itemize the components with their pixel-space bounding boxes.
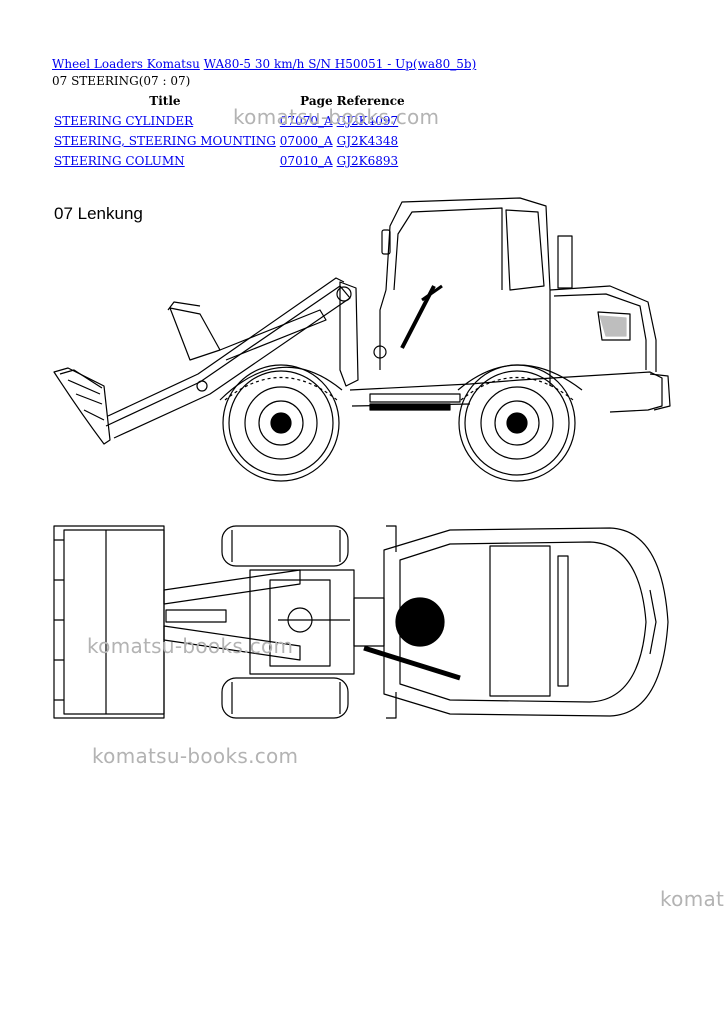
front-wheel (222, 364, 340, 482)
row-page-link[interactable]: 07000_A (279, 134, 333, 148)
watermark: komatsu-books.com (92, 744, 299, 768)
column-header-page: Page (300, 94, 333, 108)
row-reference-link[interactable]: GJ2K6893 (336, 154, 399, 168)
row-title-link[interactable]: STEERING, STEERING MOUNTING (54, 134, 276, 148)
section-title: 07 STEERING(07 : 07) (52, 74, 191, 88)
row-page-link[interactable]: 07010_A (279, 154, 333, 168)
watermark: komat (660, 887, 724, 911)
row-title-link[interactable]: STEERING CYLINDER (54, 114, 194, 128)
side-view-illustration (53, 197, 671, 445)
breadcrumb: Wheel Loaders Komatsu WA80-5 30 km/h S/N… (52, 57, 476, 72)
table-header-row: Title Page Reference (52, 92, 407, 111)
watermark: komatsu-books.com (87, 634, 294, 658)
row-page-link[interactable]: 07070_A (279, 114, 333, 128)
column-header-title: Title (149, 94, 181, 108)
breadcrumb-link-model[interactable]: WA80-5 30 km/h S/N H50051 - Up(wa80_5b) (203, 57, 477, 71)
table-row: STEERING CYLINDER 07070_A GJ2K4097 (52, 111, 407, 131)
breadcrumb-link-wheel-loaders[interactable]: Wheel Loaders Komatsu (52, 57, 200, 71)
rear-wheel (458, 364, 576, 482)
row-reference-link[interactable]: GJ2K4348 (336, 134, 399, 148)
drawing-caption: 07 Lenkung (54, 204, 143, 223)
table-row: STEERING COLUMN 07010_A GJ2K6893 (52, 151, 407, 171)
top-view-illustration (53, 525, 669, 719)
column-header-reference: Reference (336, 94, 405, 108)
parts-table: Title Page Reference STEERING CYLINDER 0… (52, 92, 407, 171)
watermark: komatsu-books.com (233, 105, 440, 129)
wheel-loader-drawing: 07 Lenkung (53, 197, 671, 719)
row-title-link[interactable]: STEERING COLUMN (54, 154, 185, 168)
table-row: STEERING, STEERING MOUNTING 07000_A GJ2K… (52, 131, 407, 151)
row-reference-link[interactable]: GJ2K4097 (336, 114, 399, 128)
